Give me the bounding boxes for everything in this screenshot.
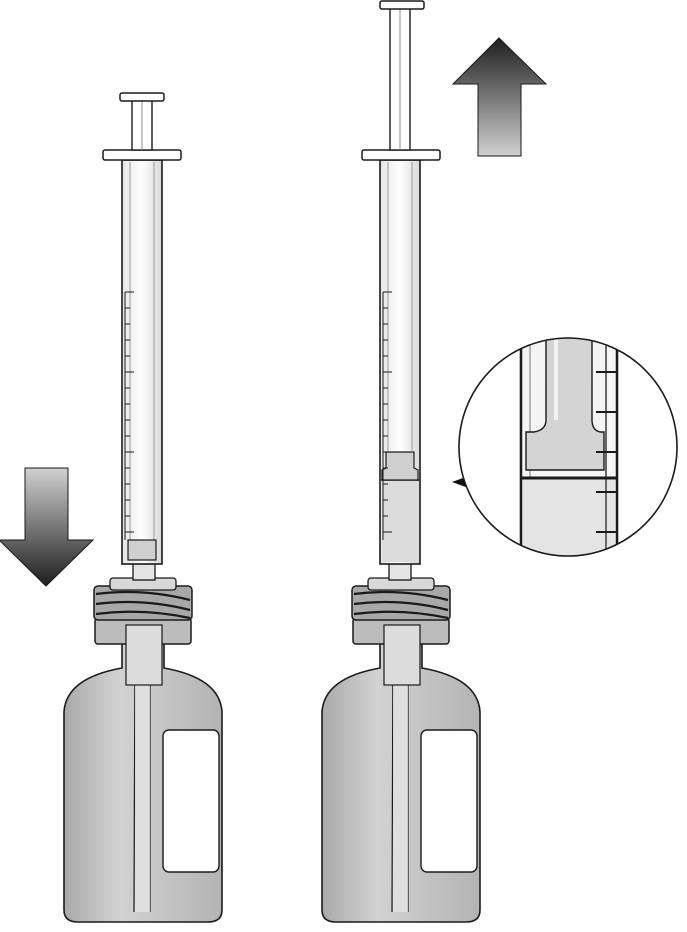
right-bottle	[321, 577, 481, 923]
right-syringe-flange	[361, 149, 441, 161]
left-bottle-thread	[93, 577, 193, 621]
left-syringe	[102, 92, 182, 581]
left-plunger-head	[119, 92, 165, 102]
left-assembly	[0, 92, 223, 923]
left-graduation-scale	[124, 291, 134, 540]
right-graduation-scale	[382, 291, 392, 540]
left-bottle-label	[162, 729, 220, 873]
right-plunger-head	[379, 0, 425, 10]
right-bottle-label	[420, 729, 478, 873]
left-syringe-barrel	[121, 159, 163, 565]
zoom-inset-ring	[458, 337, 678, 557]
right-plunger-stopper	[381, 451, 419, 481]
magnifier-circle-icon	[458, 337, 678, 557]
right-assembly	[321, 0, 678, 923]
left-bottle	[63, 577, 223, 923]
right-bottle-thread	[351, 577, 451, 621]
left-syringe-flange	[102, 149, 182, 161]
right-syringe-liquid	[382, 480, 418, 562]
arrow-up-icon	[451, 37, 548, 157]
left-bottle-neck	[125, 624, 163, 686]
right-bottle-neck	[383, 624, 421, 686]
right-syringe	[361, 0, 441, 581]
left-plunger-stopper	[127, 539, 157, 561]
arrow-down-icon	[0, 467, 95, 587]
